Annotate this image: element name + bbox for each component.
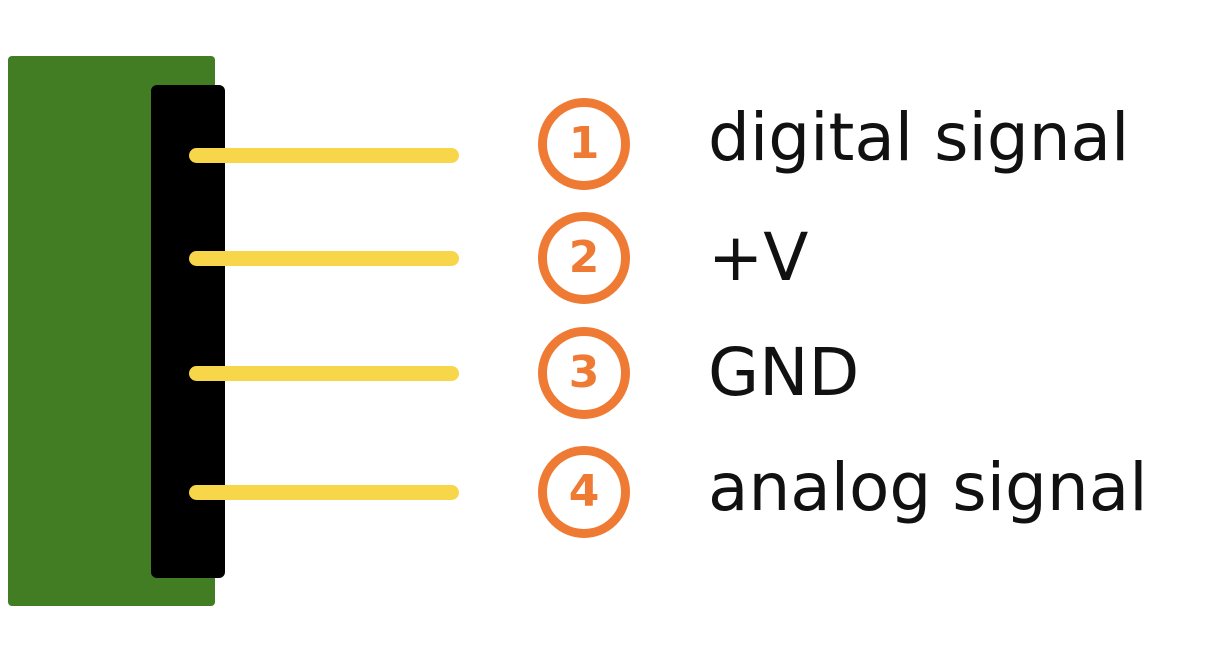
pin-3-lead	[189, 366, 459, 381]
pin-3-number-badge: 3	[538, 327, 630, 419]
pin-1-label: digital signal	[708, 99, 1130, 176]
pin-2-number-badge: 2	[538, 212, 630, 304]
pin-4-lead	[189, 485, 459, 500]
pin-2-label: +V	[708, 219, 809, 296]
pin-4-label: analog signal	[708, 449, 1148, 526]
pin-1-number-badge: 1	[538, 98, 630, 190]
pin-4-number-badge: 4	[538, 446, 630, 538]
pin-1-lead	[189, 148, 459, 163]
pin-2-lead	[189, 251, 459, 266]
pin-3-label: GND	[708, 334, 860, 411]
